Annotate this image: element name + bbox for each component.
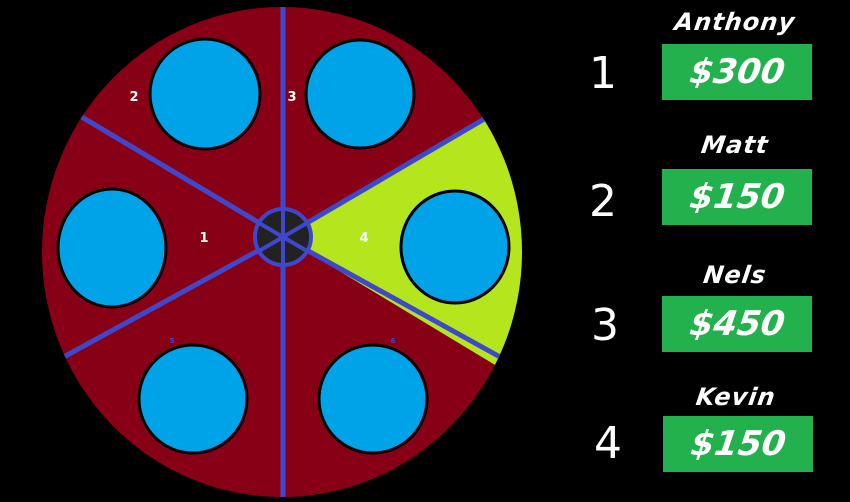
sector-label-6: 6 (391, 337, 396, 345)
player-name: Kevin (694, 383, 778, 411)
sector-label-1: 1 (199, 231, 208, 246)
slot-sector-5 (137, 343, 249, 455)
prize-wheel[interactable]: 1 2 3 4 5 6 (0, 0, 560, 502)
sector-label-5: 5 (170, 337, 175, 345)
slot-sector-2 (148, 37, 262, 151)
player-score: $450 (686, 304, 788, 344)
player-name: Anthony (672, 8, 798, 36)
sector-label-3: 3 (287, 90, 296, 105)
player-name: Nels (701, 261, 769, 289)
score-box: $300 (662, 44, 812, 100)
player-name: Matt (699, 131, 771, 159)
sector-label-2: 2 (129, 90, 138, 105)
score-box: $150 (663, 416, 813, 472)
sector-label-4: 4 (359, 231, 368, 246)
player-rank: 2 (589, 176, 617, 227)
slot-sector-6 (317, 343, 429, 455)
score-box: $450 (662, 296, 812, 352)
slot-sector-3 (304, 38, 416, 150)
slot-sector-1 (56, 187, 168, 309)
player-score: $150 (686, 177, 788, 217)
player-score: $300 (686, 52, 788, 92)
player-score: $150 (687, 424, 789, 464)
player-rank: 3 (591, 300, 619, 351)
player-rank: 4 (594, 418, 622, 469)
score-box: $150 (662, 169, 812, 225)
player-rank: 1 (589, 48, 617, 99)
slot-sector-4 (399, 189, 511, 305)
